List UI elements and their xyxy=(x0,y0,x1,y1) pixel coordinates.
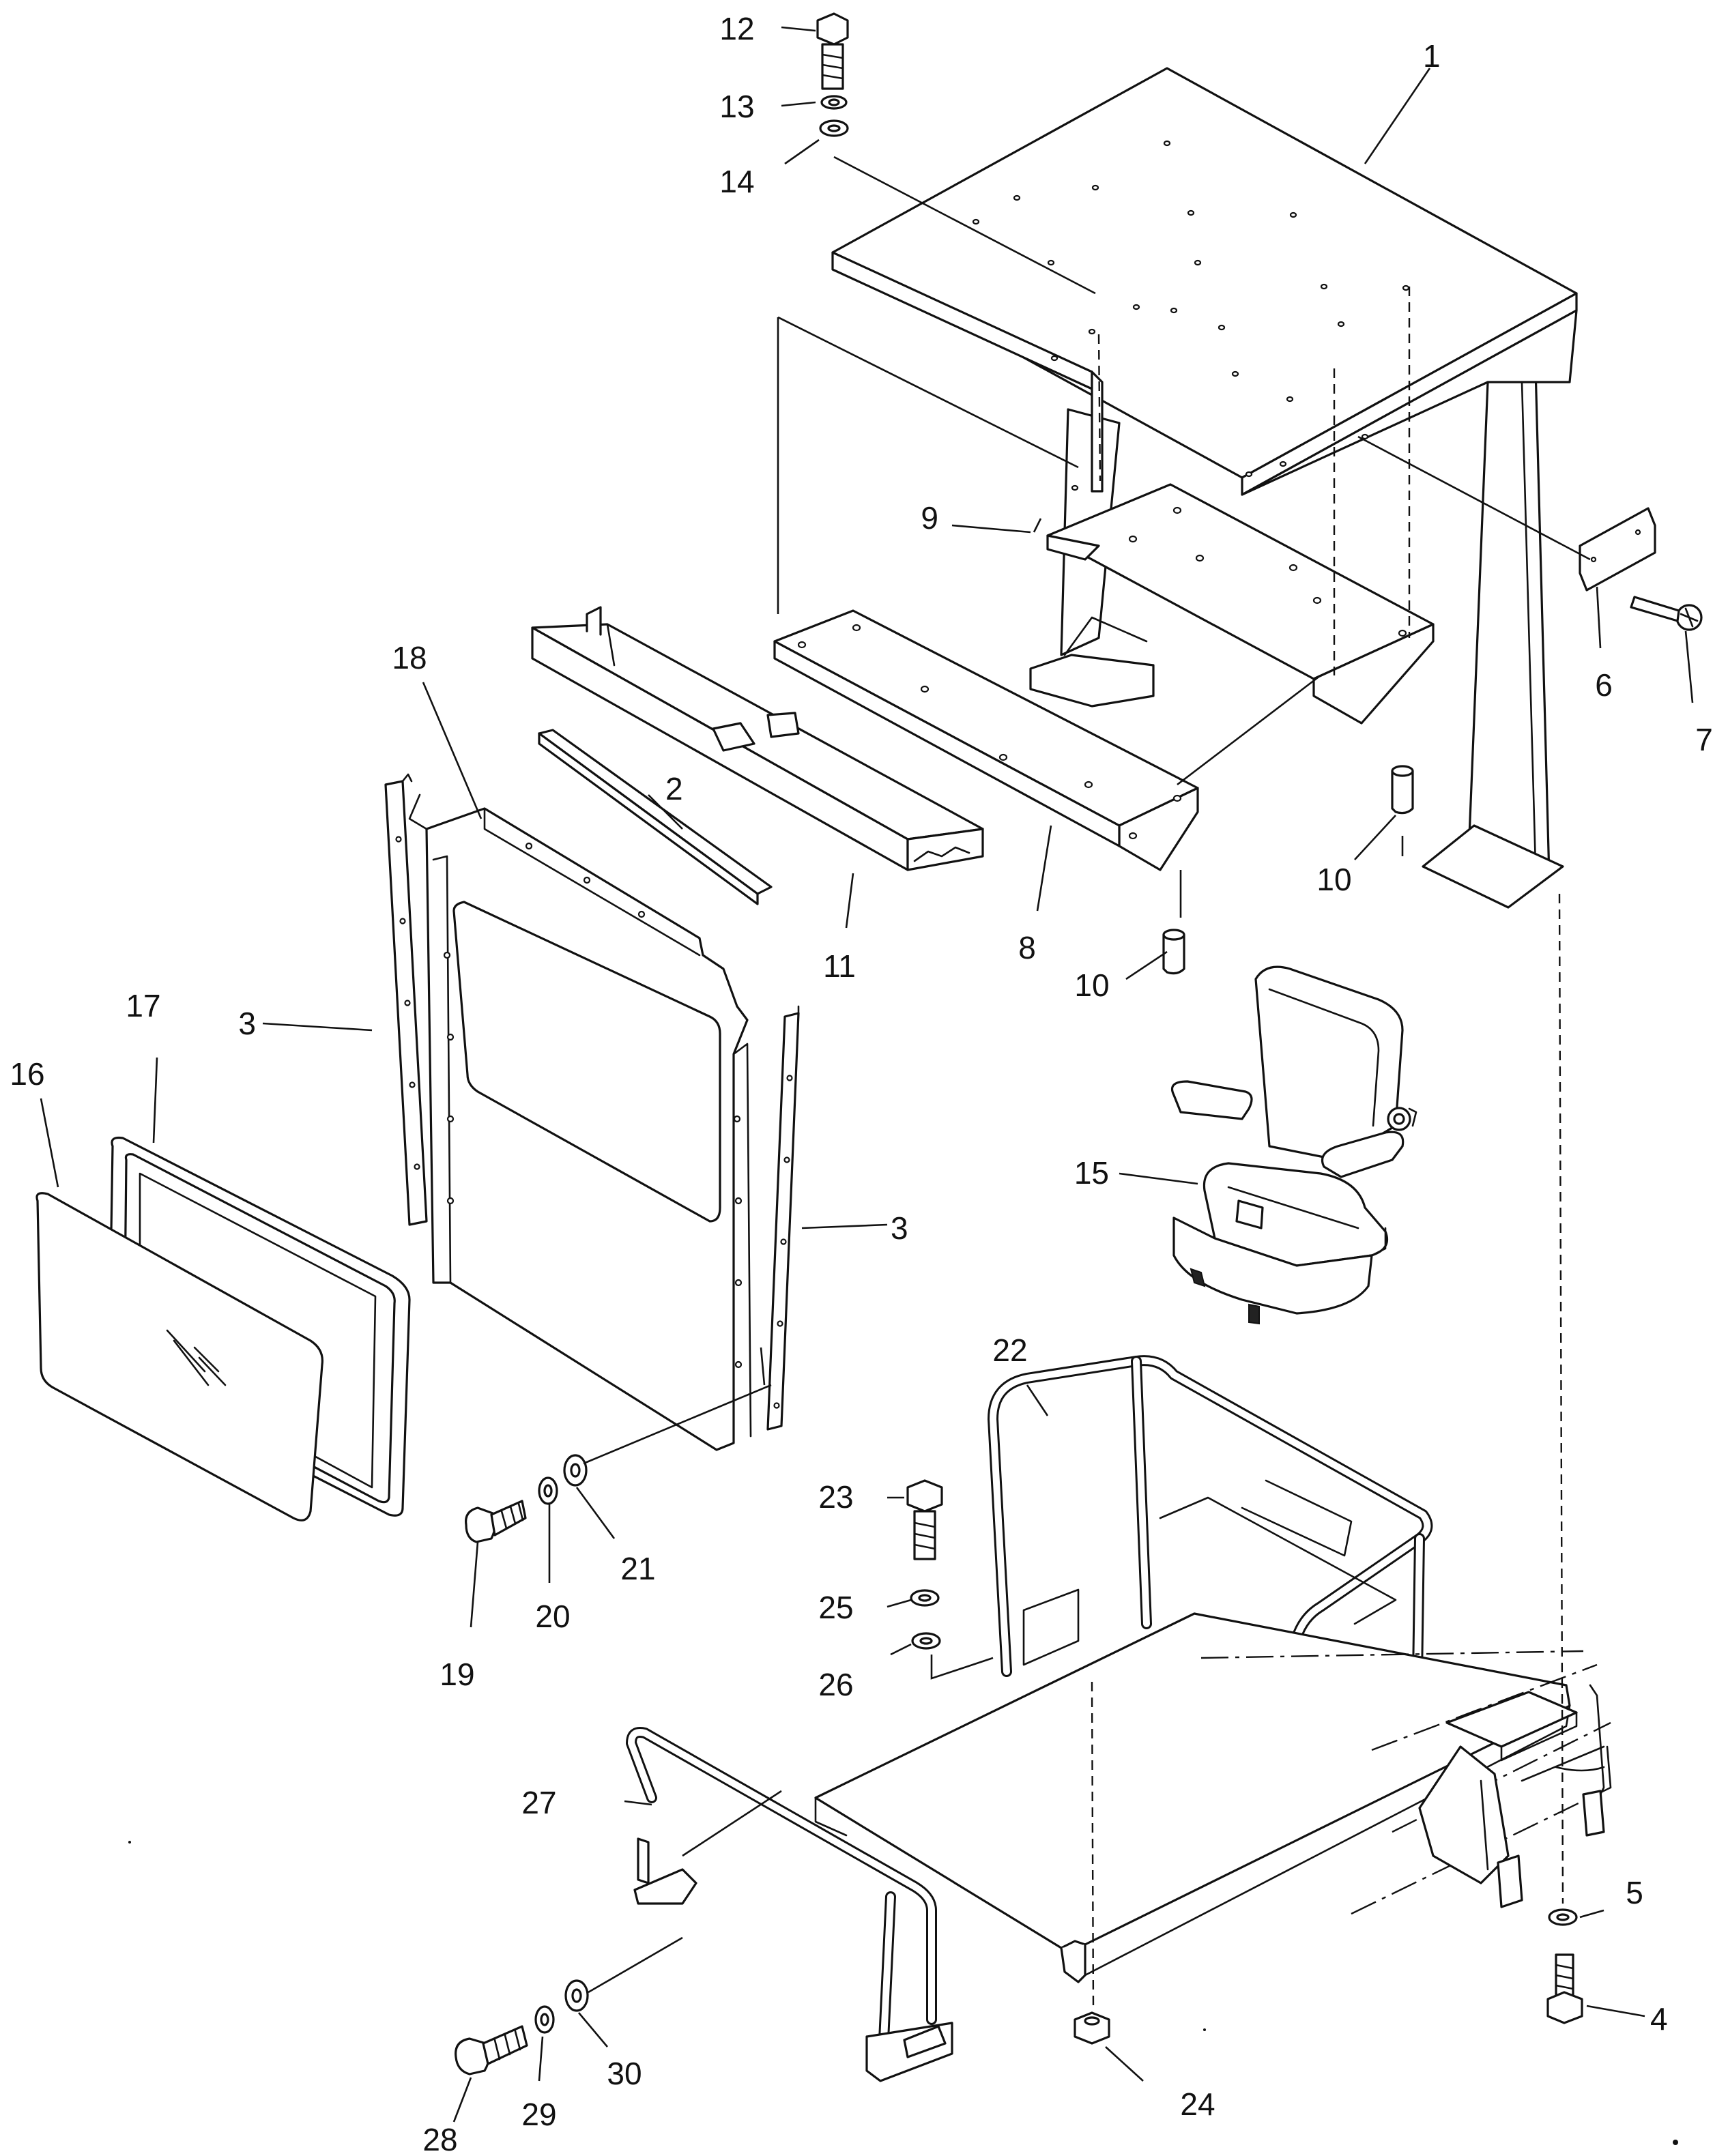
part-washer-30 xyxy=(564,1979,589,2012)
callout-3b: 3 xyxy=(891,1210,908,1246)
callout-leaders xyxy=(40,26,1694,2123)
callout-23: 23 xyxy=(818,1479,853,1515)
callout-9: 9 xyxy=(921,500,938,536)
part-pin-10-upper xyxy=(1391,765,1414,815)
part-washer-26 xyxy=(911,1632,941,1650)
part-lock-washer-25 xyxy=(910,1589,940,1607)
callout-17: 17 xyxy=(126,988,160,1023)
door-rivets xyxy=(443,842,743,1369)
part-canopy-roof xyxy=(831,67,1578,909)
callout-10b: 10 xyxy=(1074,967,1109,1003)
callout-16: 16 xyxy=(10,1056,44,1092)
callout-15: 15 xyxy=(1074,1155,1109,1191)
part-strip xyxy=(538,729,773,905)
part-step-plate-upper xyxy=(1046,483,1435,725)
part-bolt-19 xyxy=(465,1500,527,1543)
callout-6: 6 xyxy=(1595,667,1613,703)
callout-28: 28 xyxy=(422,2122,457,2156)
roof-bolt-holes xyxy=(972,140,1410,491)
callout-4: 4 xyxy=(1650,2001,1668,2037)
part-bolt-12 xyxy=(816,12,849,90)
speck xyxy=(1203,2028,1206,2031)
callout-13: 13 xyxy=(719,89,754,124)
part-lock-washer-29 xyxy=(534,2005,555,2034)
callout-14: 14 xyxy=(719,164,754,199)
part-lock-washer-13 xyxy=(820,95,848,110)
callout-29: 29 xyxy=(521,2097,556,2132)
callout-labels: 1 2 3 3 4 5 6 7 8 9 10 10 11 12 13 14 15… xyxy=(10,11,1712,2156)
part-washer-21 xyxy=(563,1454,588,1487)
assembly-lines xyxy=(583,156,1591,2010)
callout-3a: 3 xyxy=(238,1006,256,1041)
callout-26: 26 xyxy=(818,1667,853,1702)
part-plate-6 xyxy=(1579,507,1656,592)
part-door-panel xyxy=(408,793,752,1451)
part-screw-7 xyxy=(1630,596,1703,631)
part-channel xyxy=(531,606,984,871)
part-rear-rail xyxy=(626,1727,953,2082)
part-pin-10-lower xyxy=(1162,929,1185,975)
speck xyxy=(1673,2140,1678,2145)
callout-22: 22 xyxy=(992,1332,1027,1368)
part-bolt-23 xyxy=(906,1479,943,1560)
callout-7: 7 xyxy=(1695,722,1713,757)
part-nut-24 xyxy=(1074,2011,1110,2045)
callout-20: 20 xyxy=(535,1599,570,1634)
callout-25: 25 xyxy=(818,1590,853,1625)
callout-1: 1 xyxy=(1423,38,1441,74)
part-bolt-28 xyxy=(455,2025,528,2075)
callout-18: 18 xyxy=(392,640,427,675)
part-floor-member xyxy=(773,609,1199,871)
part-side-strip-right xyxy=(766,1005,800,1431)
callout-21: 21 xyxy=(620,1551,655,1586)
callout-10a: 10 xyxy=(1316,862,1351,897)
callout-2: 2 xyxy=(665,771,683,806)
callout-30: 30 xyxy=(607,2056,642,2091)
callout-19: 19 xyxy=(440,1657,474,1692)
callout-11: 11 xyxy=(823,948,856,984)
part-bolt-4 xyxy=(1546,1953,1583,2024)
part-glass xyxy=(35,1192,323,1521)
callout-27: 27 xyxy=(521,1785,556,1820)
callout-8: 8 xyxy=(1018,930,1036,965)
callout-12: 12 xyxy=(719,11,754,46)
part-operator-seat xyxy=(1170,965,1417,1325)
callout-5: 5 xyxy=(1626,1875,1643,1910)
part-lock-washer-20 xyxy=(538,1476,558,1505)
speck xyxy=(128,1841,131,1844)
part-washer-5 xyxy=(1548,1908,1578,1926)
part-washer-14 xyxy=(819,119,849,137)
part-side-strip-left xyxy=(384,773,428,1226)
callout-24: 24 xyxy=(1180,2086,1215,2122)
